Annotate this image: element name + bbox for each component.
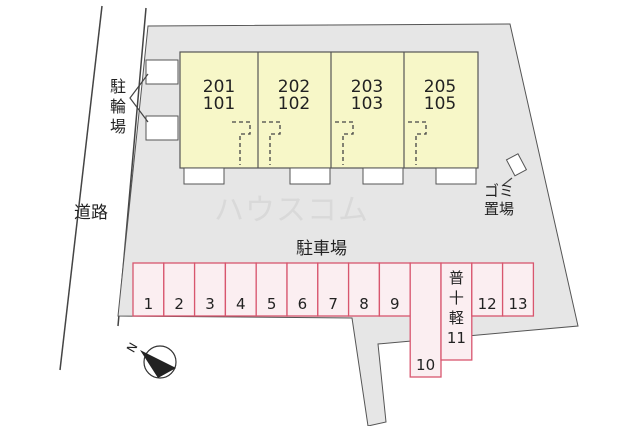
road-label: 道路 [74,203,108,223]
unit-upper-number: 205 [424,77,456,97]
parking-space-number: 2 [174,295,184,313]
parking-space-number: 3 [205,295,215,313]
unit-lower-number: 102 [278,94,310,114]
parking-space-number: 4 [236,295,246,313]
bicycle-parking-label: 駐輪場 [110,77,126,136]
balcony [435,167,477,185]
unit-upper-number: 202 [278,77,310,97]
parking-space-number: 13 [508,295,527,313]
parking-space [224,262,257,317]
parking-space-number: 12 [478,295,497,313]
parking-space-number: 10 [416,356,435,374]
bicycle-leader-line [129,73,149,123]
watermark: ハウスコム [214,193,369,228]
parking-space-number: 9 [390,295,400,313]
parking-lot-label: 駐車場 [296,239,347,259]
parking-space-number: 6 [298,295,308,313]
entrance-outline [408,121,427,165]
parking-space [471,262,504,317]
north-mark: N [124,340,141,355]
parking-space [378,262,411,317]
road-edge-left [59,5,103,371]
parking-space [501,262,535,317]
unit-lower-number: 105 [424,94,456,114]
balcony [362,167,404,185]
parking-space [132,262,165,317]
unit-lower-number: 103 [351,94,383,114]
entrance-outline [232,121,251,165]
bicycle-rack [145,59,179,85]
parking-space [347,262,381,317]
parking-space [409,262,442,378]
unit-lower-number: 101 [203,94,235,114]
garbage-box [505,153,528,177]
bicycle-rack [145,115,179,141]
parking-space [317,262,350,317]
north-arrow: N [124,340,177,379]
entrance-outline [262,121,281,165]
balcony [183,167,225,185]
unit-upper-number: 203 [351,77,383,97]
balcony [289,167,331,185]
entrance-outline [335,121,354,165]
parking-space-number: 1 [144,295,154,313]
parking-space [440,262,473,361]
garbage-area-label: ゴミ置場 [484,182,514,218]
parking-space-number: 5 [267,295,277,313]
apartment-building [179,51,479,169]
parking-space-number: 8 [359,295,369,313]
north-arrow-pointer [140,350,176,378]
garbage-leader-line [501,177,513,187]
unit-upper-number: 201 [203,77,235,97]
parking-space [193,262,227,317]
parking-space-number: 7 [328,295,338,313]
parking-space [255,262,288,317]
parking-space [286,262,319,317]
